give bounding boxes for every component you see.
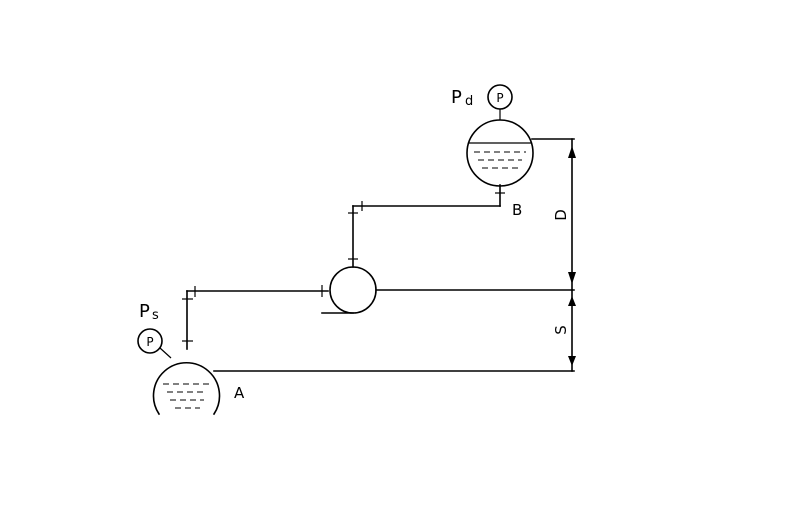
tank-b-label: B [512,201,522,219]
discharge-pipe [348,184,505,268]
discharge-pressure-subscript: d [465,94,473,109]
suction-head-label: S [552,325,570,335]
suction-head-dimension [568,289,576,372]
discharge-gauge-letter: P [496,91,503,105]
suction-pressure-subscript: s [152,308,159,323]
pump [321,266,377,314]
discharge-pressure-label: P [451,87,462,108]
discharge-tank-liquid-lines [474,151,526,169]
suction-pressure-gauge: P [137,328,172,359]
discharge-pressure-gauge: P [487,84,513,120]
discharge-head-dimension [568,138,576,291]
discharge-tank-b [466,119,534,187]
discharge-head-label: D [552,209,570,221]
suction-pipe [182,285,329,350]
suction-tank-a [152,361,221,416]
suction-gauge-letter: P [146,335,153,349]
tank-a-label: A [234,384,245,402]
reference-lines [213,138,575,372]
suction-tank-liquid-lines [163,383,211,409]
suction-pressure-label: P [139,301,150,322]
